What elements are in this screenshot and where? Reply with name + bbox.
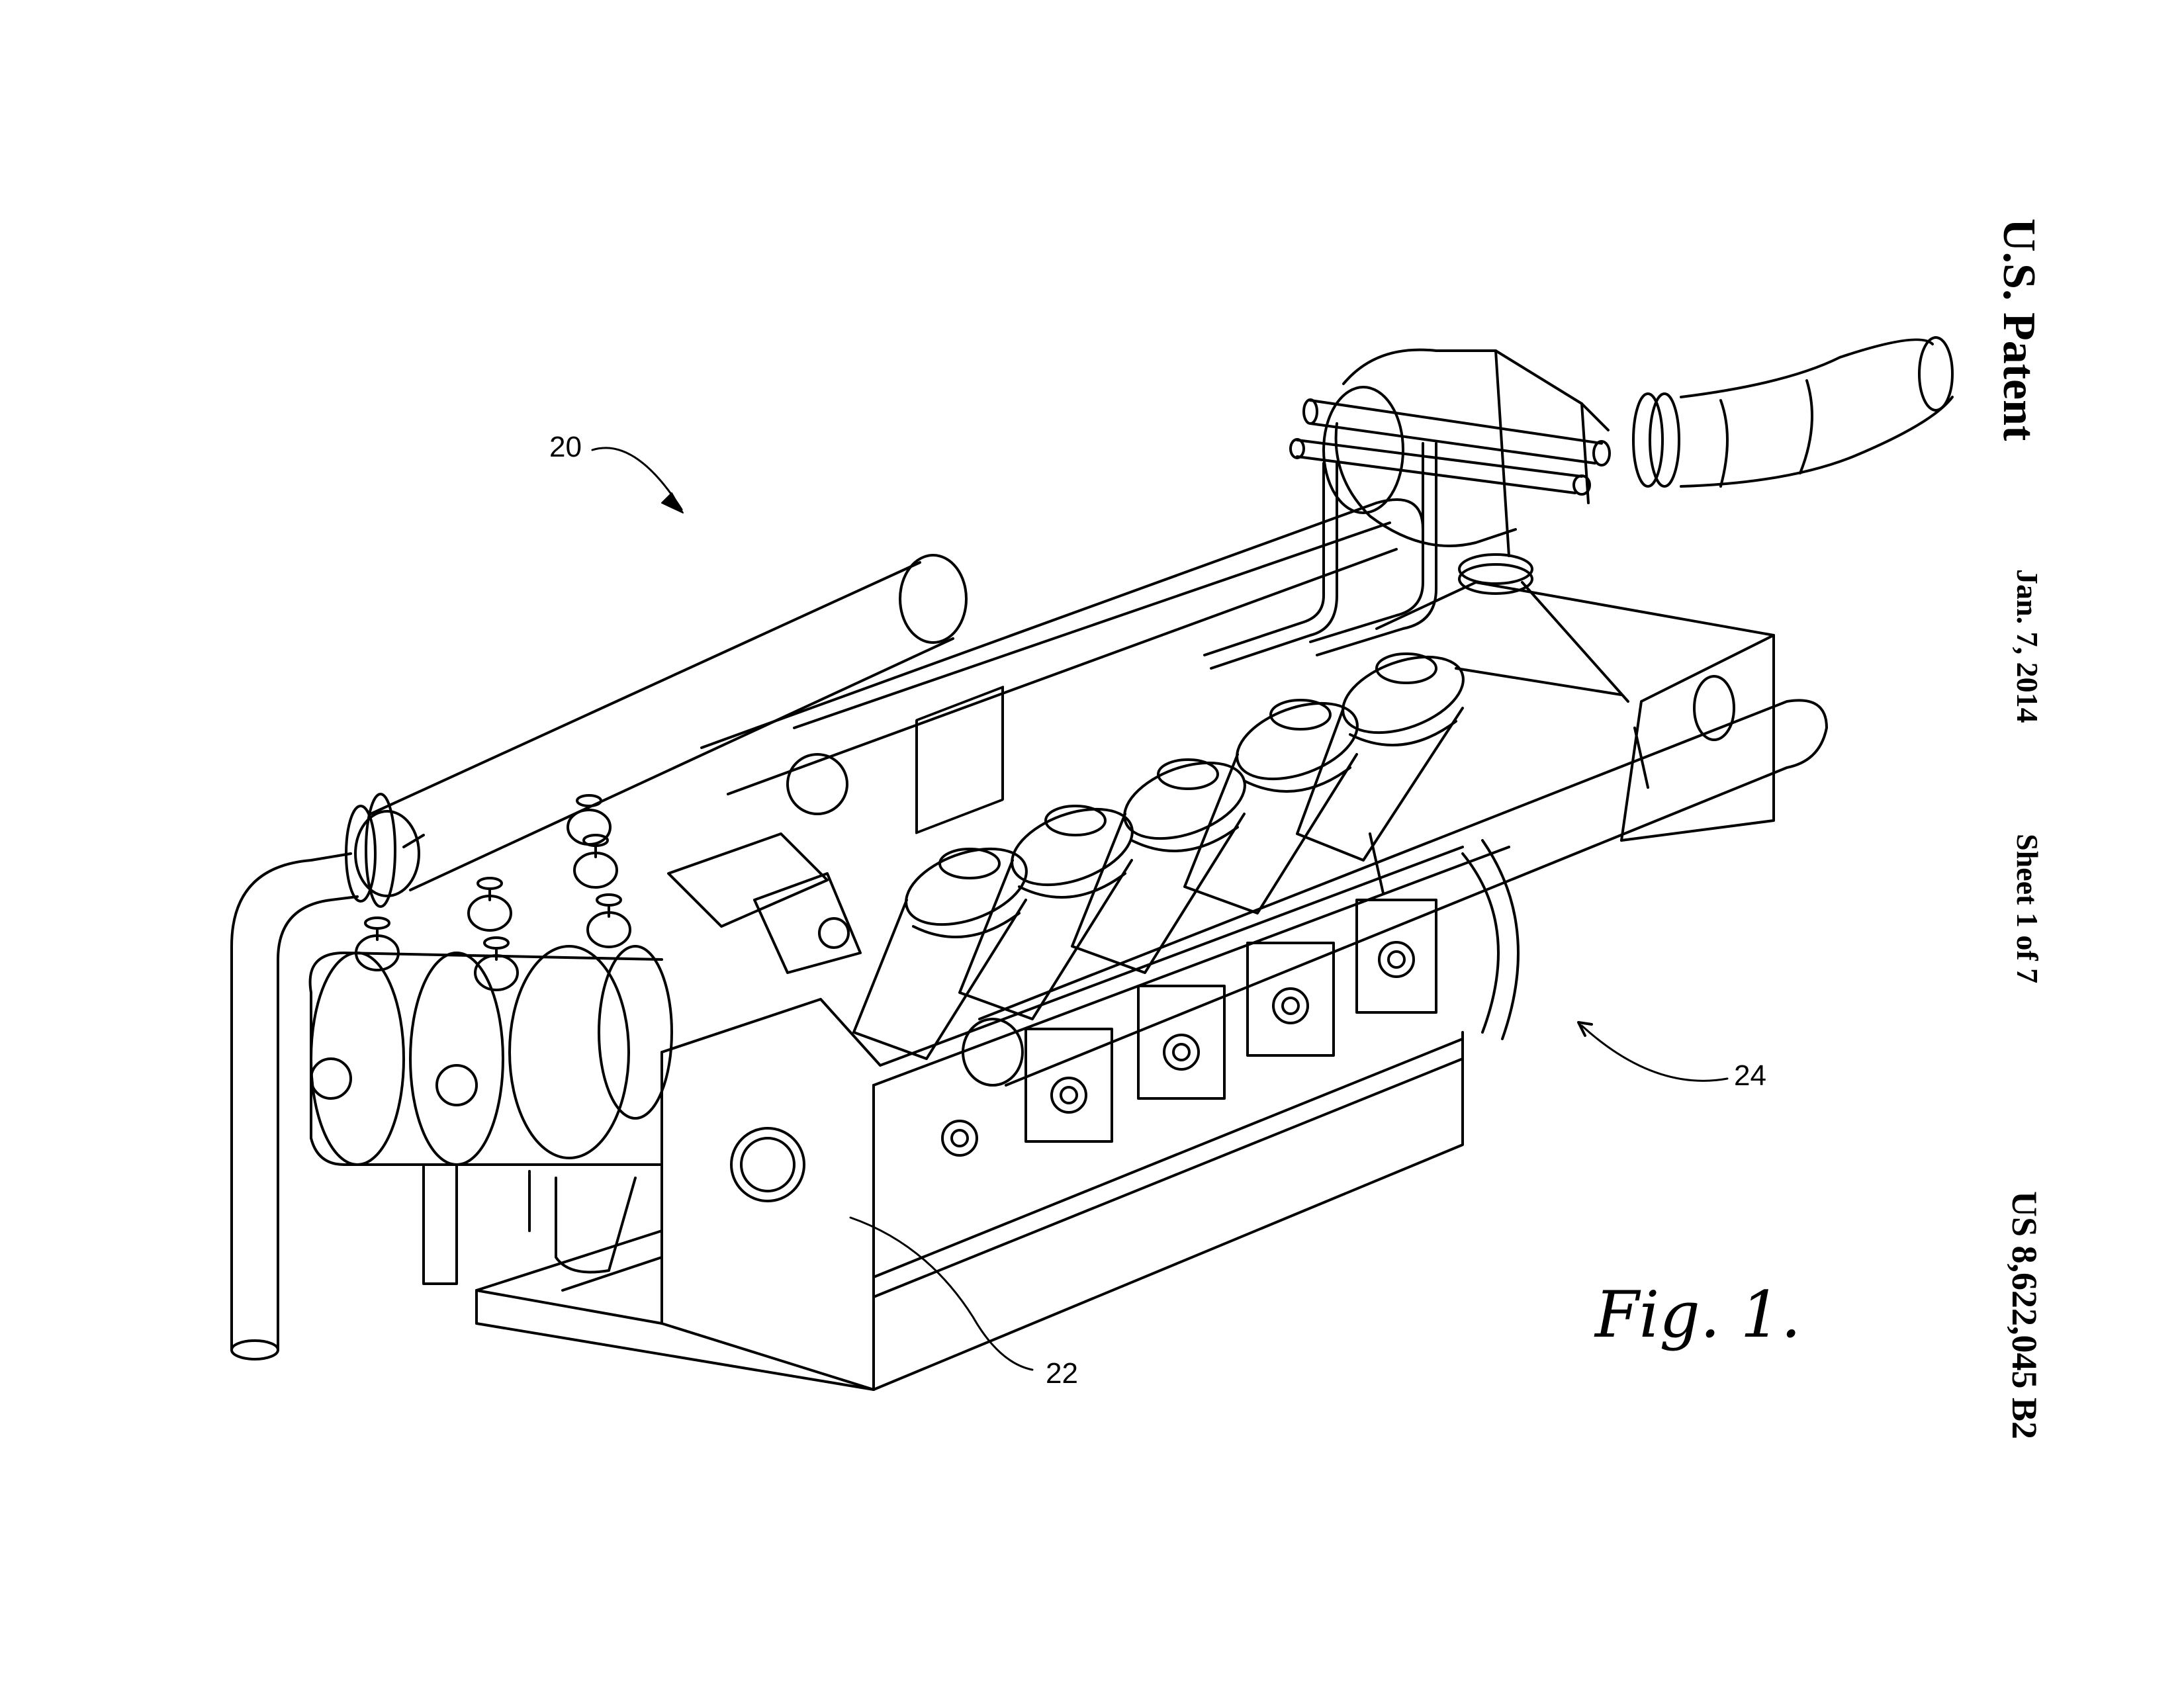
- exhaust-elbow: [1205, 337, 1952, 668]
- skid-base: [477, 1231, 874, 1390]
- reference-numeral-22: 22: [1046, 1357, 1078, 1390]
- right-plenum-box: [1377, 582, 1774, 840]
- compressor-cylinders: [310, 795, 672, 1284]
- figure-caption: Fig. 1.: [1594, 1278, 1801, 1352]
- reference-numeral-24: 24: [1734, 1059, 1766, 1092]
- engine-crankcase: [662, 687, 1518, 1390]
- power-cylinders: [668, 643, 1473, 1059]
- upper-header-pipe: [355, 555, 966, 896]
- crossover-pipe: [702, 500, 1423, 794]
- power-cylinder: [960, 795, 1142, 1019]
- power-cylinder: [1297, 643, 1473, 860]
- reference-numeral-20: 20: [549, 431, 582, 463]
- left-inlet-pipe: [232, 794, 395, 1359]
- power-cylinder: [1185, 689, 1367, 913]
- lower-right-header-pipe: [963, 676, 1827, 1085]
